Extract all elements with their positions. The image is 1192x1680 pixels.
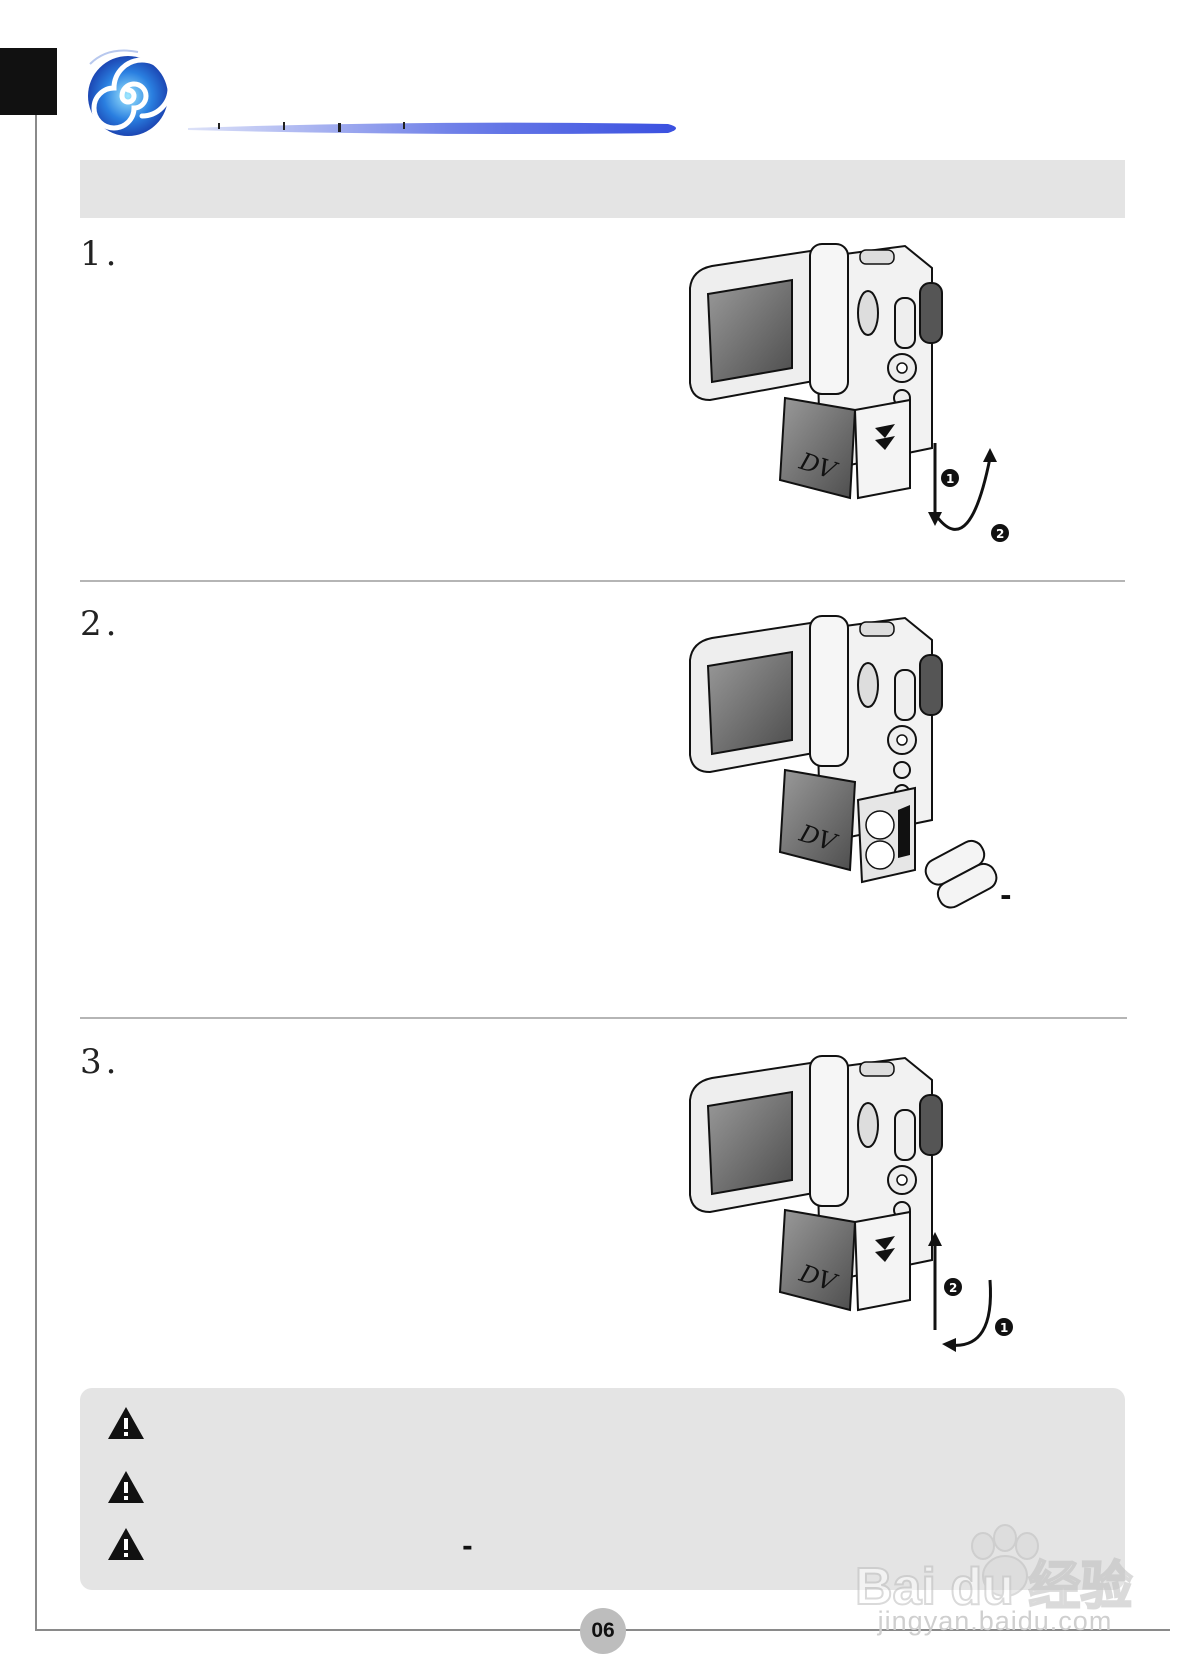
warning-icon xyxy=(108,1471,144,1503)
section-title-bar xyxy=(80,160,1125,218)
swirl-logo-icon xyxy=(88,49,173,136)
svg-text:Bai du 经验: Bai du 经验 xyxy=(855,1558,1132,1616)
svg-text:2: 2 xyxy=(949,1281,957,1295)
step-badge-icon xyxy=(991,524,1009,542)
corner-tab xyxy=(0,48,57,115)
step-divider xyxy=(80,580,1125,582)
baidu-watermark-url: jingyan.baidu.com xyxy=(877,1606,1113,1636)
step-divider xyxy=(80,1017,1127,1019)
page-number: 06 xyxy=(580,1608,626,1654)
warning-icon xyxy=(108,1407,144,1439)
svg-text:1: 1 xyxy=(1000,1321,1008,1335)
warning-dash: - xyxy=(462,1532,473,1562)
baidu-watermark: Bai du 经验 xyxy=(855,1524,1133,1617)
camera-insert-battery-illustration: - + xyxy=(689,615,1012,912)
camera-open-cover-illustration: 1 2 xyxy=(689,243,1009,542)
camera-close-cover-illustration: 2 1 xyxy=(689,1055,1013,1352)
step-3-number: 3. xyxy=(80,1042,121,1082)
step-2-number: 2. xyxy=(80,604,121,644)
step-badge-icon xyxy=(995,1318,1013,1336)
left-page-rule xyxy=(35,115,37,1630)
header-brush-stroke xyxy=(188,122,676,134)
warning-icon xyxy=(108,1528,144,1560)
minus-label: - xyxy=(1000,879,1012,912)
svg-text:1: 1 xyxy=(946,472,954,486)
step-badge-icon xyxy=(941,469,959,487)
step-1-number: 1. xyxy=(80,234,121,274)
warning-notes-box xyxy=(80,1388,1125,1590)
svg-text:2: 2 xyxy=(996,527,1004,541)
step-badge-icon xyxy=(944,1278,962,1296)
